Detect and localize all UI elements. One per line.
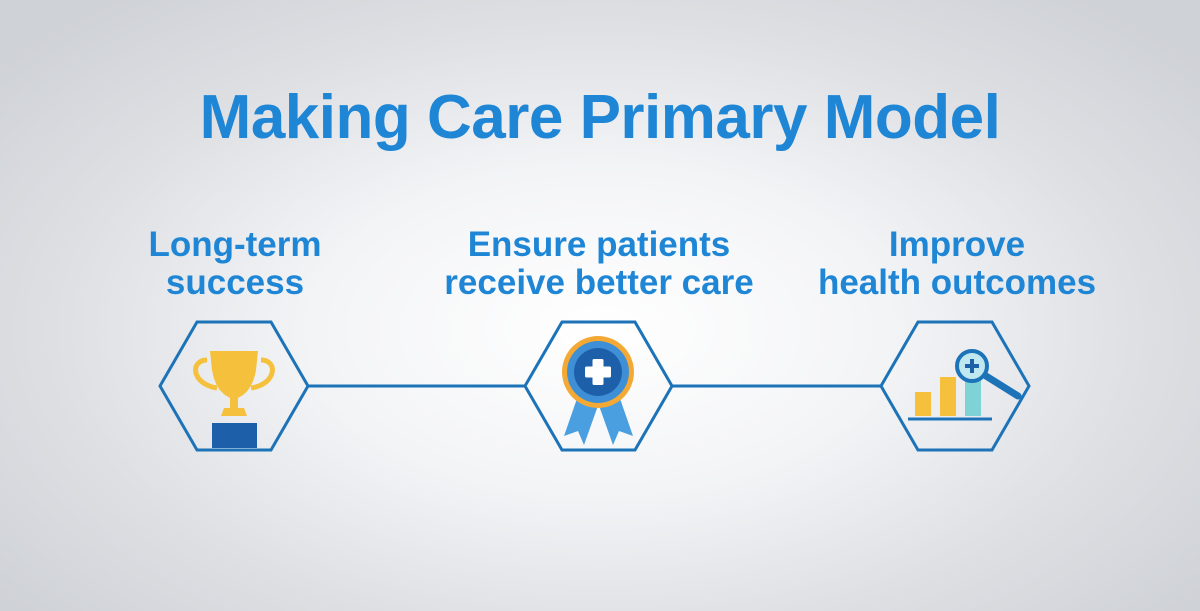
trophy-icon	[193, 351, 275, 448]
hexagon-frame	[879, 320, 1031, 452]
step-label-better-care: Ensure patients receive better care	[389, 226, 809, 302]
bar-chart-magnifier-icon	[908, 349, 1022, 421]
award-ribbon-icon	[562, 336, 634, 445]
step-label-line: Ensure patients	[467, 225, 731, 264]
step-label-health-outcomes: Improve health outcomes	[747, 226, 1167, 302]
hexagon-frame	[158, 320, 310, 452]
step-label-line: health outcomes	[817, 263, 1097, 302]
step-label-line: success	[165, 263, 305, 302]
page-title: Making Care Primary Model	[199, 83, 1001, 152]
step-label-line: Improve	[888, 225, 1026, 264]
step-label-line: receive better care	[444, 263, 754, 302]
hexagon-frame	[523, 320, 674, 452]
step-label-long-term-success: Long-term success	[25, 226, 445, 302]
step-label-line: Long-term	[148, 225, 322, 264]
